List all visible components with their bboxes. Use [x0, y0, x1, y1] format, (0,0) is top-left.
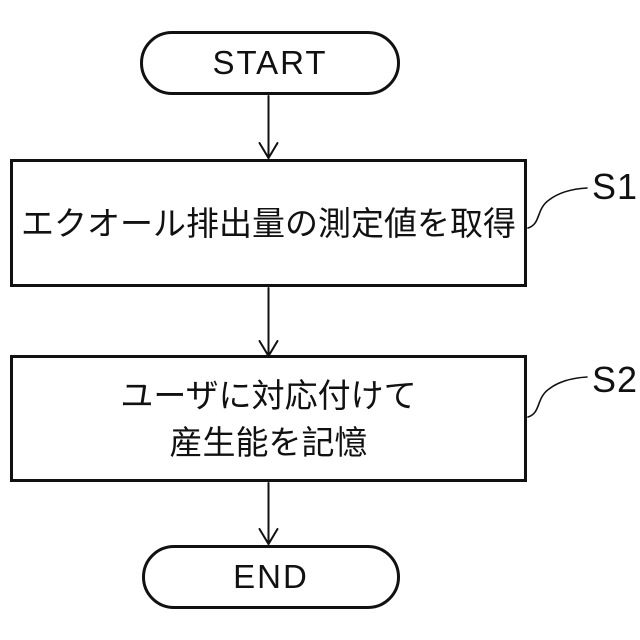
- leader-line-s2: [527, 376, 588, 418]
- start-terminator: START: [140, 31, 400, 95]
- arrow-step2-to-end-head: [258, 528, 279, 546]
- end-terminator: END: [142, 545, 400, 609]
- leader-line-s1: [527, 187, 588, 229]
- process-step-2-text-line1: ユーザに対応付けて: [120, 376, 417, 414]
- start-label: START: [212, 44, 328, 81]
- arrow-start-to-step1-head: [258, 142, 279, 160]
- step-tag-s2: S2: [592, 359, 639, 400]
- process-step-2-text-line2: 産生能を記憶: [169, 423, 368, 461]
- end-label: END: [233, 558, 309, 595]
- process-step-1: エクオール排出量の測定値を取得: [10, 159, 527, 287]
- step-tag-s1: S1: [592, 166, 639, 207]
- process-step-1-text: エクオール排出量の測定値を取得: [21, 204, 516, 242]
- process-step-2: ユーザに対応付けて 産生能を記憶: [10, 355, 527, 482]
